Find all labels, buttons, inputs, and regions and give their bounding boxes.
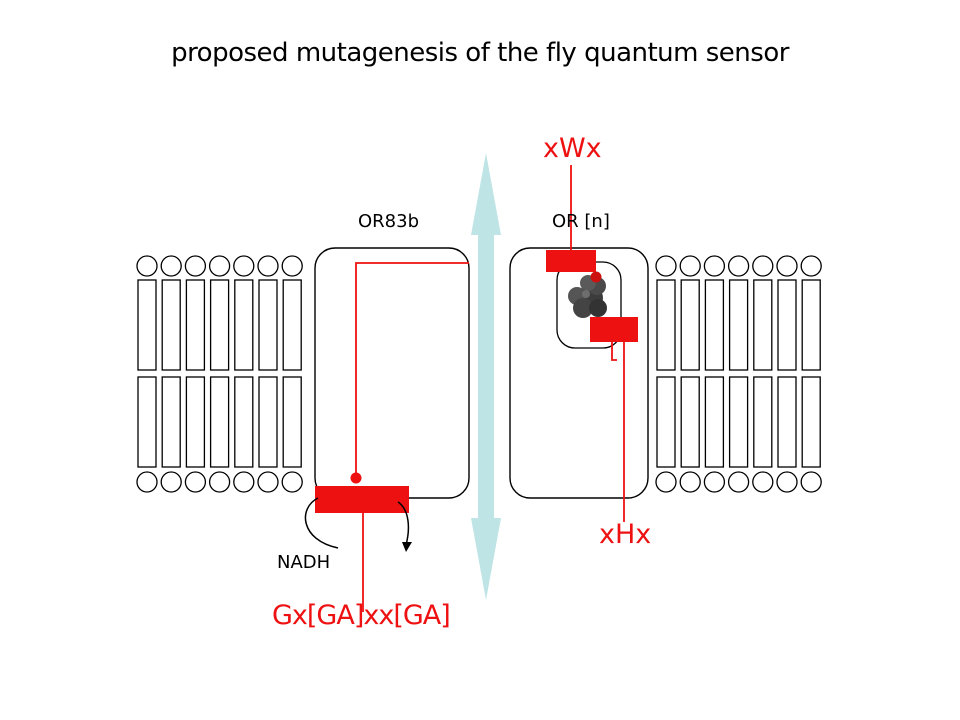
lipid-tail	[137, 279, 157, 371]
gxga-label: Gx[GA]xx[GA]	[272, 600, 450, 631]
gxga-box	[315, 486, 409, 513]
lipid-head	[703, 471, 726, 493]
lipid-head	[233, 471, 255, 493]
lipid-tail	[258, 376, 278, 468]
lipid-head	[184, 255, 207, 277]
lipid-tail	[209, 376, 230, 468]
molecule-icon	[568, 271, 607, 318]
nadh-label: NADH	[277, 552, 330, 573]
mutation-markers	[355, 165, 625, 612]
membrane-right	[655, 255, 822, 493]
lipid-tail	[185, 279, 206, 371]
lipid-tail	[728, 279, 749, 371]
lipid-tail	[258, 279, 278, 371]
lipid-head	[800, 471, 822, 493]
xhx-box	[590, 317, 638, 342]
or83b-label: OR83b	[358, 211, 419, 232]
or-n-label: OR [n]	[552, 211, 610, 232]
lipid-head	[233, 255, 255, 277]
lipid-tail	[777, 376, 797, 468]
lipid-head	[776, 471, 798, 493]
lipid-tail	[234, 279, 254, 371]
lipid-head	[752, 255, 774, 277]
nadh-arrow-icon	[304, 497, 410, 549]
lipid-tail	[680, 279, 700, 371]
lipid-head	[281, 471, 303, 493]
lipid-head	[281, 255, 303, 277]
lipid-tail	[680, 376, 700, 468]
lipid-tail	[161, 279, 181, 371]
lipid-head	[208, 255, 231, 277]
lipid-tail	[801, 279, 821, 371]
lipid-head	[257, 471, 279, 493]
lipid-tail	[801, 376, 821, 468]
lipid-tail	[161, 376, 181, 468]
lipid-head	[703, 255, 726, 277]
lipid-head	[752, 471, 774, 493]
or-n-protein	[509, 247, 649, 499]
double-arrow-icon	[471, 153, 501, 600]
xwx-label: xWx	[543, 133, 602, 164]
lipid-tail	[209, 279, 230, 371]
lipid-tail	[704, 279, 725, 371]
lipid-head	[655, 255, 677, 277]
lipid-head	[208, 471, 231, 493]
lipid-head	[160, 471, 182, 493]
lipid-head	[136, 255, 158, 277]
lipid-head	[257, 255, 279, 277]
lipid-tail	[656, 376, 676, 468]
lipid-tail	[137, 376, 157, 468]
lipid-head	[160, 255, 182, 277]
lipid-tail	[777, 279, 797, 371]
lipid-head	[136, 471, 158, 493]
arrowhead-icon	[402, 542, 412, 552]
membrane-left	[136, 255, 303, 493]
lipid-tail	[185, 376, 206, 468]
lipid-tail	[753, 279, 773, 371]
lipid-head	[679, 471, 701, 493]
lipid-head	[776, 255, 798, 277]
diagram-title: proposed mutagenesis of the fly quantum …	[171, 38, 789, 68]
or83b-protein	[314, 247, 470, 499]
xhx-label: xHx	[599, 519, 651, 550]
lipid-head	[727, 471, 750, 493]
lipid-head	[800, 255, 822, 277]
lipid-head	[727, 255, 750, 277]
lipid-head	[655, 471, 677, 493]
lipid-tail	[656, 279, 676, 371]
lipid-tail	[728, 376, 749, 468]
lipid-tail	[282, 376, 302, 468]
lipid-head	[679, 255, 701, 277]
lipid-tail	[282, 279, 302, 371]
lipid-tail	[704, 376, 725, 468]
lipid-tail	[234, 376, 254, 468]
red-dot-or83b	[350, 472, 362, 484]
lipid-tail	[753, 376, 773, 468]
lipid-head	[184, 471, 207, 493]
xwx-box	[546, 250, 596, 272]
